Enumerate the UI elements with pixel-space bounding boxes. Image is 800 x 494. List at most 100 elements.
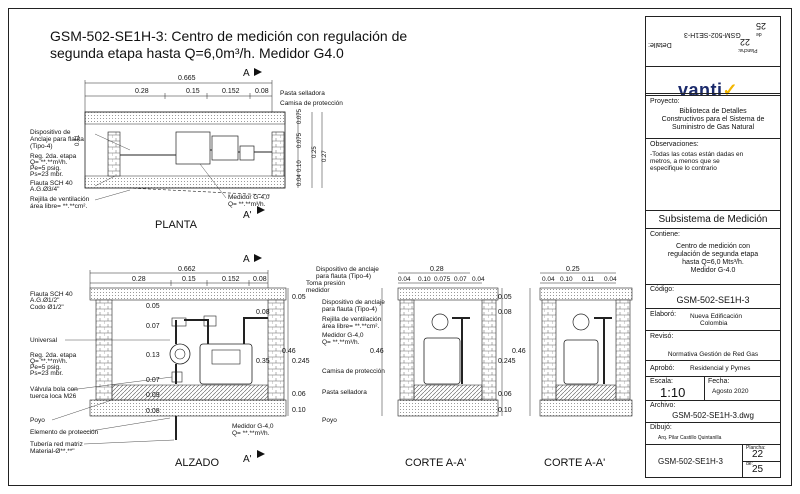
archivo-label: Archivo: — [650, 402, 676, 409]
aprobo-label: Aprobó: — [650, 365, 675, 372]
dibujo-label: Dibujó: — [650, 424, 672, 431]
obs-line2: metros, a menos que se — [650, 158, 720, 165]
plancha-total: 25 — [752, 464, 764, 475]
elev-dim-l2: 0.07 — [146, 323, 160, 330]
elev-leaders — [51, 339, 175, 445]
elev-dim-r5: 0.46 — [282, 348, 296, 355]
plan-dim-v5: 0.04 — [297, 174, 303, 186]
elev-label-toma1: Toma presión — [306, 280, 345, 287]
dibujo-value: Arq. Pilar Castillo Quintanilla — [658, 435, 722, 441]
elev-poyo — [111, 384, 269, 401]
obs-line3: especifique lo contrario — [650, 165, 717, 172]
elev-label-dispa2: para flauta (Tipo-4) — [316, 273, 371, 280]
sec1-dim-h: 0.46 — [370, 348, 384, 355]
elev-label-codo: Codo Ø1/2" — [30, 304, 64, 311]
archivo-value: GSM-502-SE1H-3.dwg — [672, 411, 754, 420]
section-aprobo: Aprobó: Residencial y Pymes — [646, 361, 780, 377]
sec1-dim-a: 0.04 — [398, 276, 411, 283]
elev-dim-r2: 0.08 — [256, 309, 270, 316]
rot-22: 22 — [740, 37, 751, 47]
rot-detalle: Detalle: — [648, 41, 672, 48]
elev-regulator — [169, 343, 191, 365]
rotated-header: Detalle: GSM-502-SE1H-3 Plancha: 22 de 2… — [646, 17, 780, 67]
plan-section-marker-top: A — [243, 68, 250, 79]
bottom-code: GSM-502-SE1H-3 — [658, 457, 723, 466]
elev-section-marker-bottom: A' — [243, 454, 252, 465]
elev-section-marker-top: A — [243, 254, 250, 265]
obs-label: Observaciones: — [650, 141, 699, 148]
sec1-dim-e: 0.05 — [498, 294, 512, 301]
section-codigo: Código: GSM-502-SE1H-3 — [646, 285, 780, 309]
reviso-value: Normativa Gestión de Red Gas — [667, 351, 759, 358]
contiene-line2: regulación de segunda etapa — [667, 251, 759, 258]
proyecto-label: Proyecto: — [650, 98, 680, 105]
elaboro-line1: Nueva Edificación — [690, 313, 743, 320]
elev-meter-display — [211, 349, 241, 365]
section-elaboro: Elaboró: Nueva Edificación Colombia — [646, 309, 780, 331]
elev-label-reg4: Ps=23 mbr. — [30, 370, 63, 377]
elevation-view: 0.662 0.28 0.15 0.152 0.08 0.05 0.08 0.3… — [30, 254, 385, 469]
plan-dim-3: 0.152 — [222, 88, 240, 95]
rot-plancha: Plancha: — [738, 47, 758, 53]
plan-view: 0.665 0.28 0.15 0.152 0.08 0.075 0.075 0… — [30, 68, 343, 231]
sec1-dim-f: 0.08 — [498, 309, 512, 316]
elev-dim-4: 0.08 — [253, 276, 267, 283]
sec1-dim-total: 0.28 — [430, 266, 444, 273]
elev-label-pasta: Pasta selladora — [322, 389, 367, 396]
section-arrow-icon — [257, 206, 265, 214]
elev-dim-r7: 0.10 — [292, 407, 306, 414]
proyecto-line3: Suministro de Gas Natural — [671, 124, 755, 131]
contiene-line1: Centro de medición con — [676, 243, 750, 250]
elaboro-line2: Colombia — [700, 320, 728, 327]
plan-label-rejilla1: Rejilla de ventilación — [30, 196, 90, 203]
sec1-dim-g: 0.245 — [498, 358, 516, 365]
contiene-line4: Medidor G-4.0 — [690, 267, 736, 274]
elev-dim-r4: 0.245 — [292, 358, 310, 365]
elev-dim-l3: 0.13 — [146, 352, 160, 359]
elev-wall-left — [95, 299, 113, 401]
elev-label-toma2: medidor — [306, 287, 330, 294]
plancha-value: 22 — [752, 449, 764, 460]
elev-meter — [199, 343, 253, 385]
elev-dim-l5: 0.09 — [146, 392, 160, 399]
plan-dim-v3: 0.075 — [297, 132, 303, 148]
sec2-meter — [563, 339, 599, 385]
plan-dim-1: 0.28 — [135, 88, 149, 95]
plancha-label: Plancha: — [746, 445, 766, 451]
section-contiene: Contiene: Centro de medición con regulac… — [646, 229, 780, 285]
plan-pillar-left — [107, 131, 121, 177]
plan-leaders — [94, 133, 227, 201]
sec1-dim-c: 0.075 — [434, 276, 451, 283]
section-2-view: 0.25 0.04 0.10 0.11 0.04 0.46 CORTE A-A' — [512, 266, 633, 469]
elev-label-medidorb1: Medidor G-4,0 — [232, 423, 274, 430]
elev-dim-2: 0.15 — [182, 276, 196, 283]
sec1-dim-j: 0.10 — [498, 407, 512, 414]
elaboro-label: Elaboró: — [650, 311, 677, 318]
plan-dim-v7: 0.27 — [322, 150, 328, 162]
section-escala-fecha: Escala: 1:10 Fecha: Agosto 2020 — [646, 377, 780, 401]
elev-dim-l6: 0.08 — [146, 408, 160, 415]
plan-label-medidor2: Q= **.**m³/h. — [228, 201, 266, 208]
rot-de: de — [756, 31, 762, 37]
plan-dim-v6: 0.25 — [312, 146, 318, 158]
sec1-dim-i: 0.06 — [498, 391, 512, 398]
plan-label-flauta2: A.G.Ø3/4" — [30, 186, 60, 193]
elev-label-medidora1: Medidor G-4,0 — [322, 332, 364, 339]
sheet-border — [8, 8, 792, 486]
section-proyecto: Proyecto: Biblioteca de Detalles Constru… — [646, 95, 780, 139]
reviso-label: Revisó: — [650, 333, 674, 340]
contiene-line3: hasta Q=6,0 Mts³/h. — [682, 259, 744, 266]
obs-line1: -Todas las cotas están dadas en — [650, 151, 744, 158]
elev-label-flauta1: Flauta SCH 40 — [30, 291, 73, 298]
fecha-label: Fecha: — [708, 378, 730, 385]
elev-dim-r1: 0.05 — [292, 294, 306, 301]
elev-dim-r6: 0.06 — [292, 391, 306, 398]
title-line-2: segunda etapa hasta Q=6,0m³/h. Medidor G… — [50, 45, 344, 61]
sec2-dim-a: 0.04 — [542, 276, 555, 283]
elev-view-name: ALZADO — [175, 457, 219, 469]
sec1-dim-d: 0.07 — [454, 276, 467, 283]
plan-label-reg1: Reg. 2da. etapa — [30, 153, 77, 160]
elev-label-flauta2: A.G.Ø1/2" — [30, 297, 60, 304]
